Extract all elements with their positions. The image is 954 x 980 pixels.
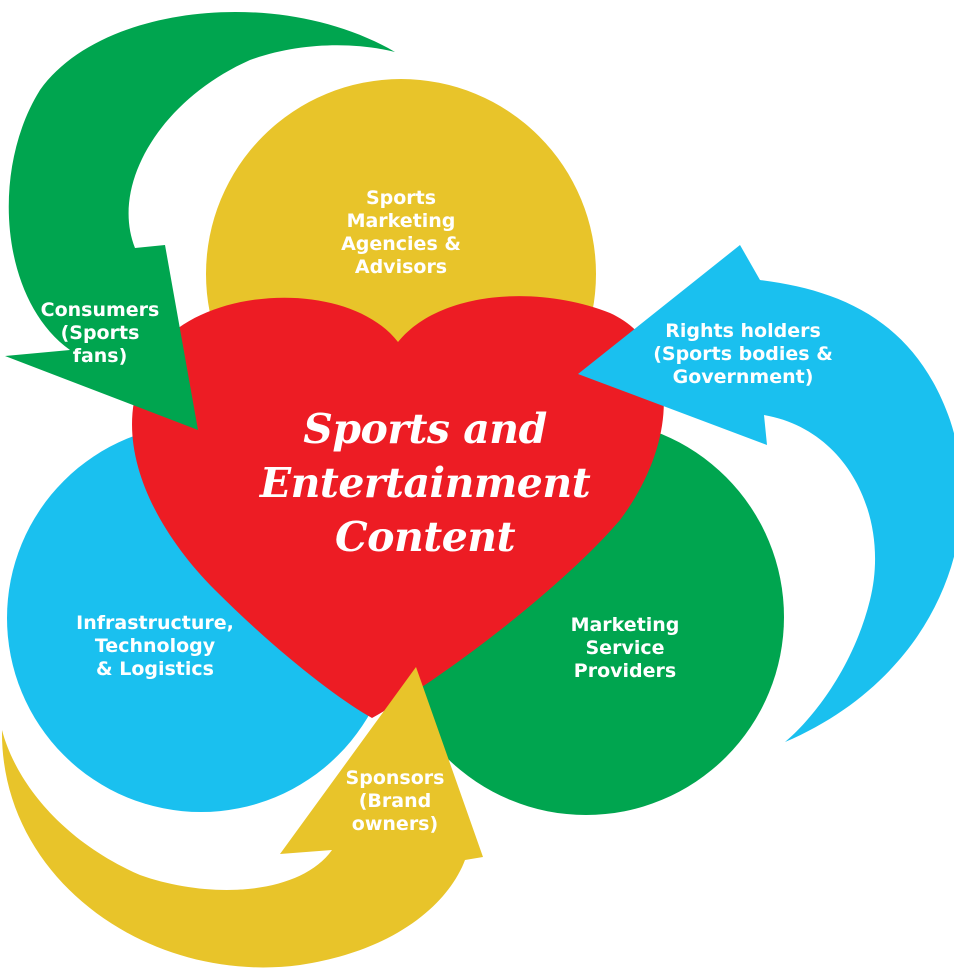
infrastructure-label: Infrastructure, Technology & Logistics (76, 612, 234, 680)
agencies-label: Sports Marketing Agencies & Advisors (341, 187, 461, 278)
sponsors-label: Sponsors (Brand owners) (345, 767, 445, 835)
rights-holders-arrow (578, 245, 954, 742)
center-title: Sports and Entertainment Content (259, 405, 591, 561)
rights-holders-label: Rights holders (Sports bodies & Governme… (653, 320, 833, 388)
sponsors-arrow (1, 667, 483, 968)
content-heart (132, 296, 664, 718)
consumers-arrow (5, 11, 395, 430)
marketing-service-label: Marketing Service Providers (570, 614, 680, 682)
consumers-label: Consumers (Sports fans) (40, 299, 160, 367)
